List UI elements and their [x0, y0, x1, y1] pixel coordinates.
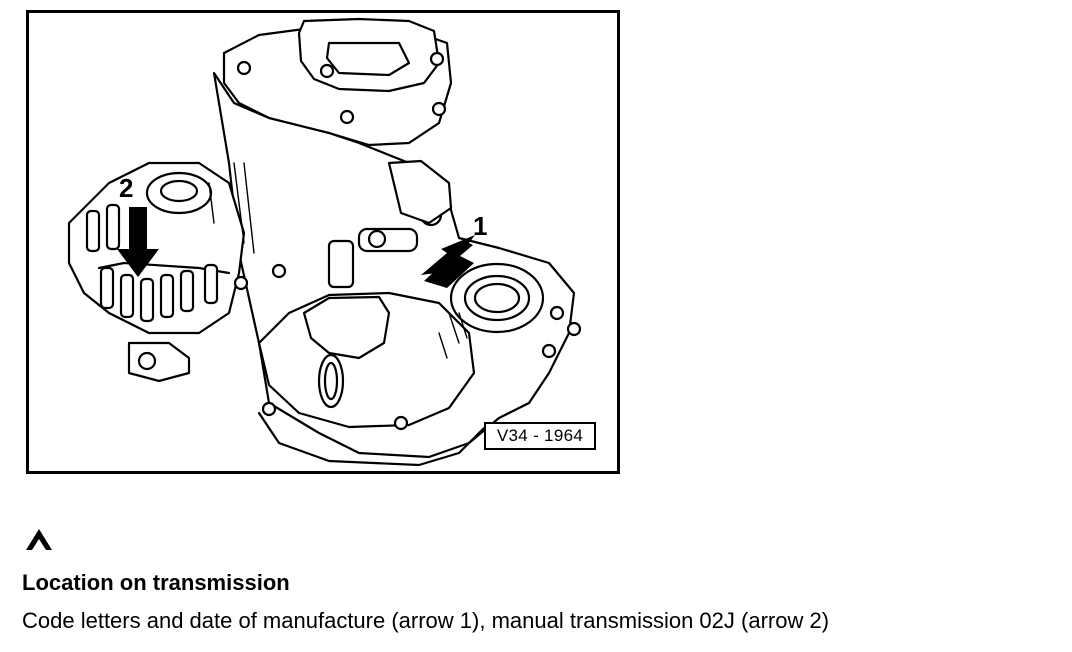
arrow-1-label: 1 [473, 211, 488, 241]
oil-pan [257, 411, 486, 467]
caption-body: Code letters and date of manufacture (ar… [22, 608, 830, 633]
arrow-1 [421, 235, 475, 288]
arrow-2-label: 2 [119, 173, 134, 203]
caption-title: Location on transmission [22, 570, 290, 595]
transmission-drawing [67, 17, 582, 467]
figure-id-label: V34 - 1964 [484, 422, 596, 450]
warning-chevron-icon [26, 529, 52, 550]
shift-cover [297, 17, 441, 93]
transmission-figure: 1 2 V34 - 1964 [26, 10, 620, 474]
arrow-2 [117, 207, 159, 277]
